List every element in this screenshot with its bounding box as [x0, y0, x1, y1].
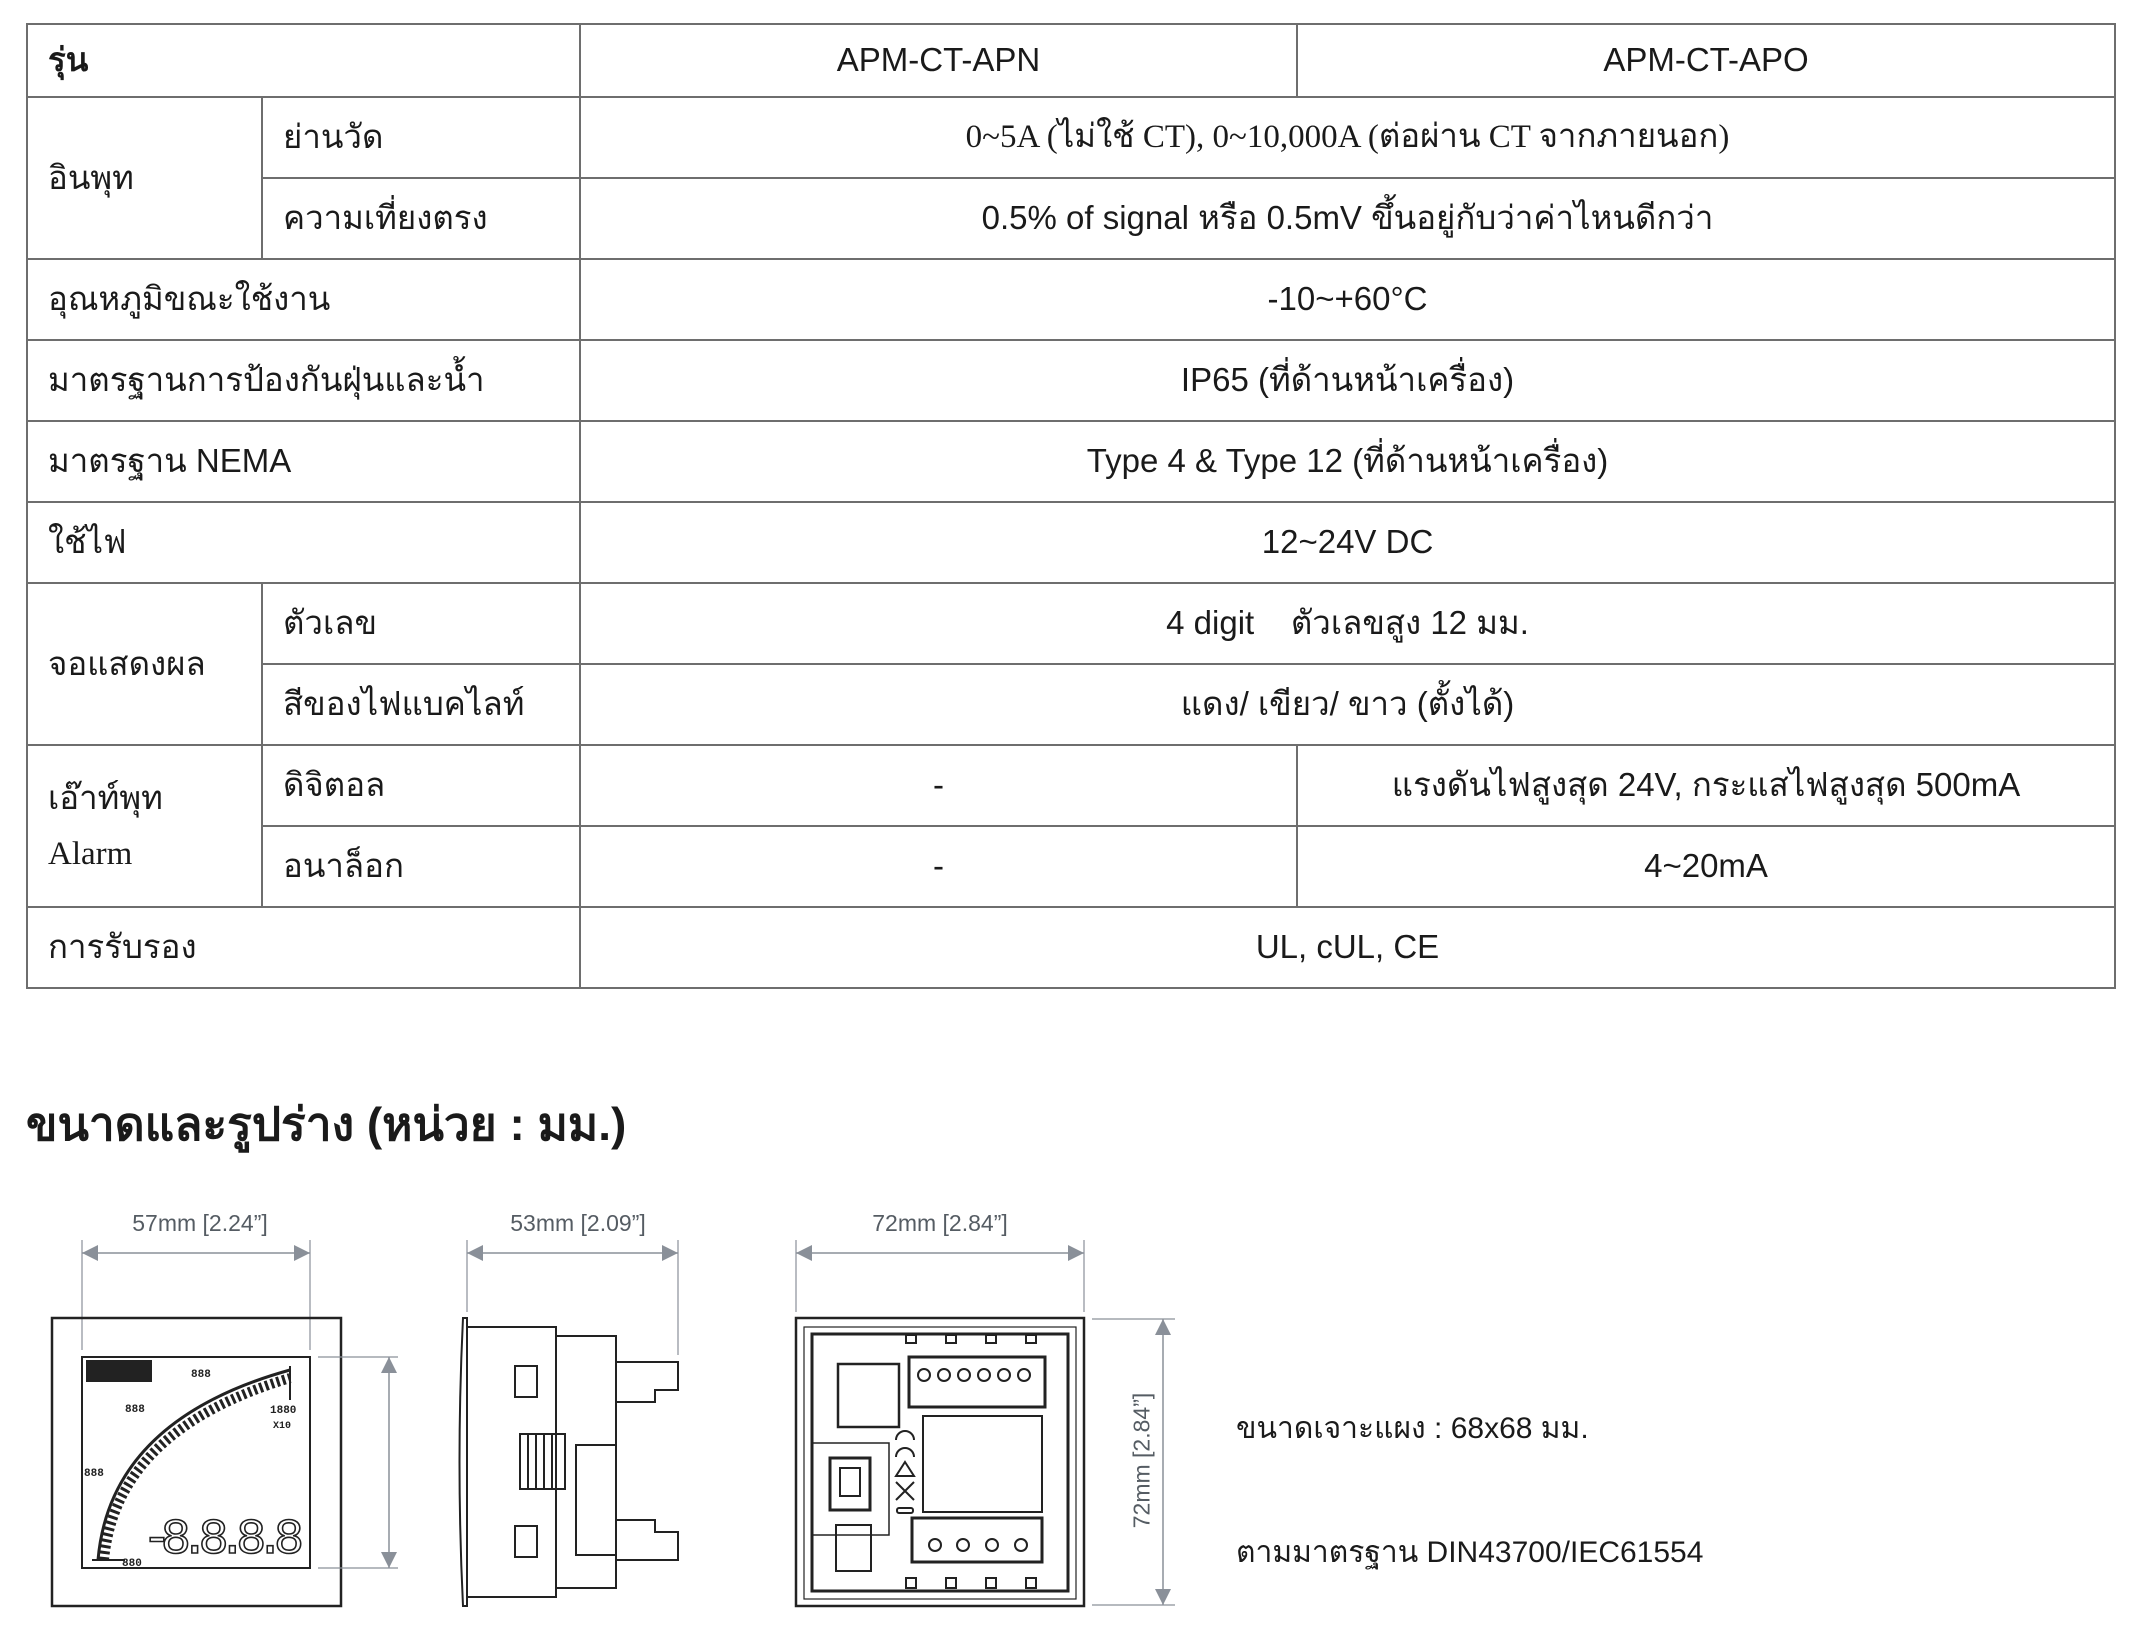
lcd-main-readout: -8.8.8.8: [142, 1512, 304, 1569]
alarm-group-line2: Alarm: [48, 836, 133, 872]
input-group-label: อินพุท: [26, 96, 263, 260]
lcd-label-max: 1880: [270, 1405, 296, 1417]
table-row-display-backlight: สีของไฟแบคไลท์ แดง/ เขียว/ ขาว (ตั้งได้): [27, 663, 2117, 746]
front-view: 888 888 888 1880 X10 880 -8.8.8.8: [50, 1240, 398, 1608]
certification-value: UL, cUL, CE: [579, 906, 2117, 989]
backlight-label: สีของไฟแบคไลท์: [260, 663, 582, 746]
lcd-label-left: 888: [84, 1468, 104, 1480]
range-label: ย่านวัด: [260, 96, 582, 179]
side-depth-label: 53mm [2.09”]: [510, 1210, 646, 1236]
power-label: ใช้ไฟ: [25, 501, 582, 584]
backlight-value: แดง/ เขียว/ ขาว (ตั้งได้): [579, 663, 2117, 746]
lcd-label-multiplier: X10: [273, 1421, 291, 1432]
digital-apo: แรงดันไฟสูงสุด 24V, กระแสไฟสูงสุด 500mA: [1296, 744, 2117, 827]
front-width-label: 57mm [2.24”]: [132, 1210, 268, 1236]
digital-apn: -: [579, 744, 1299, 827]
accuracy-label: ความเที่ยงตรง: [260, 177, 582, 260]
model-apo: APM-CT-APO: [1296, 23, 2117, 98]
temperature-label: อุณหภูมิขณะใช้งาน: [25, 258, 582, 341]
nema-value: Type 4 & Type 12 (ที่ด้านหน้าเครื่อง): [579, 420, 2117, 503]
range-value: 0~5A (ไม่ใช้ CT), 0~10,000A (ต่อผ่าน CT …: [579, 96, 2117, 179]
label-area: [922, 1415, 1043, 1513]
table-row-ip: มาตรฐานการป้องกันฝุ่นและน้ำ IP65 (ที่ด้า…: [25, 339, 2117, 422]
cert-mark-icon: [895, 1430, 915, 1441]
nema-label: มาตรฐาน NEMA: [25, 420, 582, 503]
weee-icon: [895, 1481, 915, 1501]
temperature-value: -10~+60°C: [579, 258, 2117, 341]
usb-port-icon: [828, 1456, 872, 1512]
dip-switch-icon: [835, 1524, 872, 1572]
warning-icon: [894, 1460, 916, 1477]
digits-value: 4 digit ตัวเลขสูง 12 มม.: [579, 582, 2117, 665]
table-row-alarm-analog: อนาล็อก - 4~20mA: [27, 825, 2117, 908]
table-row-temperature: อุณหภูมิขณะใช้งาน -10~+60°C: [25, 258, 2117, 341]
alarm-group-line1: เอ๊าท์พุท: [48, 778, 163, 816]
analog-label: อนาล็อก: [260, 825, 582, 908]
rear-view: [794, 1240, 1175, 1608]
lcd-block-icon: [86, 1360, 152, 1382]
table-row-input-accuracy: ความเที่ยงตรง 0.5% of signal หรือ 0.5mV …: [27, 177, 2117, 260]
alarm-group-label: เอ๊าท์พุท Alarm: [26, 744, 263, 908]
side-view: [458, 1240, 679, 1607]
table-row-input-range: อินพุท ย่านวัด 0~5A (ไม่ใช้ CT), 0~10,00…: [26, 96, 2117, 260]
table-row-alarm-digital: เอ๊าท์พุท Alarm ดิจิตอล - แรงดันไฟสูงสุด…: [26, 744, 2117, 908]
analog-apn: -: [579, 825, 1299, 908]
lcd-label-mid: 888: [125, 1404, 145, 1416]
lcd-label-min: 880: [122, 1558, 142, 1570]
lcd-label-top: 888: [191, 1369, 211, 1381]
dimensions-title: ขนาดและรูปร่าง (หน่วย : มม.): [26, 1098, 627, 1150]
analog-apo: 4~20mA: [1296, 825, 2117, 908]
accuracy-value: 0.5% of signal หรือ 0.5mV ขึ้นอยู่กับว่า…: [579, 177, 2117, 260]
terminal-block-bottom-icon: [910, 1516, 1044, 1564]
certification-label: การรับรอง: [25, 906, 582, 989]
standard-note: ตามมาตรฐาน DIN43700/IEC61554: [1236, 1536, 1704, 1569]
ip-label: มาตรฐานการป้องกันฝุ่นและน้ำ: [25, 339, 582, 422]
table-row-certification: การรับรอง UL, cUL, CE: [25, 906, 2117, 989]
model-label: รุ่น: [25, 23, 582, 98]
display-group-label: จอแสดงผล: [26, 582, 263, 746]
terminal-block-top-icon: [907, 1355, 1047, 1409]
model-apn: APM-CT-APN: [579, 23, 1299, 98]
ip-value: IP65 (ที่ด้านหน้าเครื่อง): [579, 339, 2117, 422]
power-value: 12~24V DC: [579, 501, 2117, 584]
table-row-display-digits: จอแสดงผล ตัวเลข 4 digit ตัวเลขสูง 12 มม.: [26, 582, 2117, 746]
digits-label: ตัวเลข: [260, 582, 582, 665]
table-row-power: ใช้ไฟ 12~24V DC: [25, 501, 2117, 584]
digital-label: ดิจิตอล: [260, 744, 582, 827]
spec-table: รุ่น APM-CT-APN APM-CT-APO อินพุท ย่านวั…: [25, 23, 2117, 989]
table-row-model: รุ่น APM-CT-APN APM-CT-APO: [25, 23, 2117, 98]
table-row-nema: มาตรฐาน NEMA Type 4 & Type 12 (ที่ด้านหน…: [25, 420, 2117, 503]
display-window-icon: [836, 1362, 901, 1429]
cutout-note: ขนาดเจาะแผง : 68x68 มม.: [1236, 1412, 1589, 1445]
rear-width-label: 72mm [2.84”]: [872, 1210, 1008, 1236]
